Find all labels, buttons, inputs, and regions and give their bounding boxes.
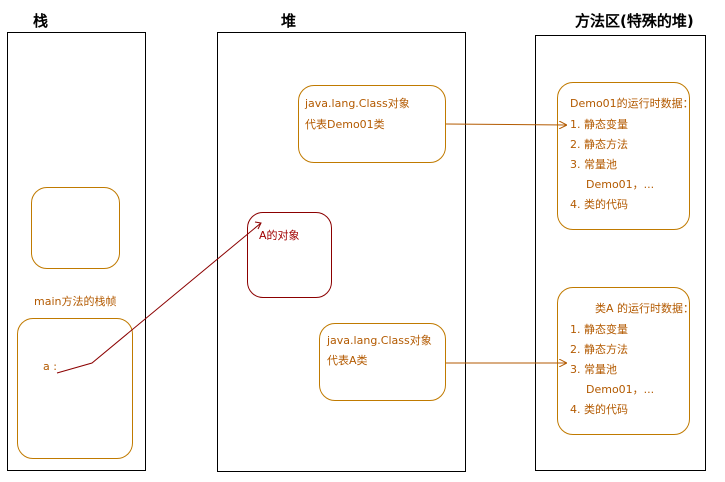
a-object-label: A的对象 bbox=[259, 229, 300, 242]
demo01-runtime-title: Demo01的运行时数据： bbox=[570, 97, 694, 110]
method-area-title: 方法区(特殊的堆) bbox=[575, 12, 694, 30]
class-object-demo01 bbox=[298, 85, 446, 163]
main-frame-label: main方法的栈帧 bbox=[34, 295, 117, 308]
demo01-item-pool-entries: Demo01，... bbox=[586, 178, 655, 191]
a-item-static-methods: 2. 静态方法 bbox=[570, 343, 628, 356]
a-item-class-code: 4. 类的代码 bbox=[570, 403, 628, 416]
stack-title: 栈 bbox=[33, 12, 49, 30]
class-object-demo01-line2: 代表Demo01类 bbox=[305, 118, 385, 131]
variable-a-label: a : bbox=[43, 360, 57, 373]
a-item-static-vars: 1. 静态变量 bbox=[570, 323, 628, 336]
demo01-item-static-vars: 1. 静态变量 bbox=[570, 118, 628, 131]
demo01-runtime-data bbox=[557, 82, 690, 230]
a-runtime-data bbox=[557, 287, 690, 435]
demo01-item-constant-pool: 3. 常量池 bbox=[570, 158, 617, 171]
class-object-a bbox=[319, 323, 446, 401]
demo01-item-static-methods: 2. 静态方法 bbox=[570, 138, 628, 151]
class-object-a-line2: 代表A类 bbox=[327, 354, 368, 367]
a-item-pool-entries: Demo01，... bbox=[586, 383, 655, 396]
heap-title: 堆 bbox=[281, 12, 297, 30]
class-object-demo01-line1: java.lang.Class对象 bbox=[305, 97, 410, 110]
main-stack-frame bbox=[17, 318, 133, 459]
a-runtime-title: 类A 的运行时数据： bbox=[595, 302, 695, 315]
stack-empty-frame bbox=[31, 187, 120, 269]
a-object bbox=[247, 212, 332, 298]
a-item-constant-pool: 3. 常量池 bbox=[570, 363, 617, 376]
class-object-a-line1: java.lang.Class对象 bbox=[327, 334, 432, 347]
demo01-item-class-code: 4. 类的代码 bbox=[570, 198, 628, 211]
